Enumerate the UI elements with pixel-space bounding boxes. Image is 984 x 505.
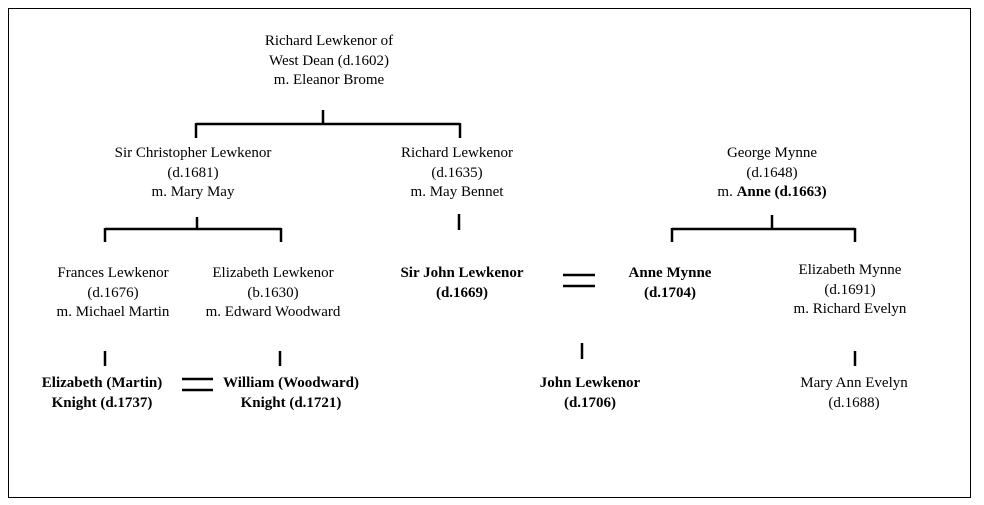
person-name: Anne Mynne (628, 265, 712, 281)
person-spouse: m. Mary May (151, 184, 235, 200)
person-sir-john-lewkenor: Sir John Lewkenor (d.1669) (382, 264, 542, 303)
diagram-frame (8, 8, 971, 498)
person-name: Richard Lewkenor of (264, 33, 394, 49)
person-name: William (Woodward) (223, 375, 359, 391)
person-george-mynne: George Mynne (d.1648) m. Anne (d.1663) (682, 144, 862, 203)
person-detail: Knight (d.1737) (51, 394, 153, 411)
person-sir-christopher-lewkenor: Sir Christopher Lewkenor (d.1681) m. Mar… (83, 144, 303, 203)
person-richard-lewkenor-west-dean: Richard Lewkenor of West Dean (d.1602) m… (229, 32, 429, 91)
person-mary-ann-evelyn: Mary Ann Evelyn (d.1688) (779, 374, 929, 413)
person-frances-lewkenor: Frances Lewkenor (d.1676) m. Michael Mar… (23, 264, 203, 323)
person-detail: (d.1635) (431, 164, 483, 181)
person-detail: West Dean (d.1602) (268, 52, 389, 69)
person-detail: Knight (d.1721) (240, 394, 342, 411)
person-spouse-line: m. Anne (d.1663) (682, 183, 862, 203)
person-elizabeth-lewkenor: Elizabeth Lewkenor (b.1630) m. Edward Wo… (188, 264, 358, 323)
person-elizabeth-mynne: Elizabeth Mynne (d.1691) m. Richard Evel… (770, 261, 930, 320)
person-name: Mary Ann Evelyn (800, 375, 908, 391)
spouse-prefix: m. (717, 184, 737, 200)
person-detail: (d.1704) (643, 284, 697, 301)
person-spouse: m. Eleanor Brome (273, 72, 385, 88)
person-anne-mynne: Anne Mynne (d.1704) (610, 264, 730, 303)
person-spouse: m. Richard Evelyn (793, 301, 907, 317)
person-spouse: m. Michael Martin (56, 304, 170, 320)
person-name: Elizabeth Lewkenor (212, 265, 334, 281)
spouse-name: Anne (d.1663) (736, 184, 827, 200)
person-spouse: m. May Bennet (410, 184, 504, 200)
person-john-lewkenor: John Lewkenor (d.1706) (515, 374, 665, 413)
person-william-woodward-knight: William (Woodward) Knight (d.1721) (211, 374, 371, 413)
person-name: Richard Lewkenor (400, 145, 514, 161)
person-detail: (d.1691) (824, 281, 876, 298)
person-detail: (d.1688) (828, 394, 880, 411)
person-detail: (d.1676) (87, 284, 139, 301)
person-name: Elizabeth Mynne (798, 262, 902, 278)
person-name: Frances Lewkenor (57, 265, 169, 281)
person-spouse: m. Edward Woodward (205, 304, 341, 320)
person-detail: (d.1706) (563, 394, 617, 411)
person-name: Sir Christopher Lewkenor (114, 145, 272, 161)
person-detail: (d.1648) (746, 164, 798, 181)
person-detail: (b.1630) (247, 284, 299, 301)
person-elizabeth-martin-knight: Elizabeth (Martin) Knight (d.1737) (22, 374, 182, 413)
person-name: Sir John Lewkenor (400, 265, 524, 281)
person-richard-lewkenor-1635: Richard Lewkenor (d.1635) m. May Bennet (367, 144, 547, 203)
person-name: George Mynne (726, 145, 818, 161)
person-detail: (d.1669) (435, 284, 489, 301)
person-name: John Lewkenor (539, 375, 641, 391)
person-name: Elizabeth (Martin) (41, 375, 163, 391)
person-detail: (d.1681) (167, 164, 219, 181)
